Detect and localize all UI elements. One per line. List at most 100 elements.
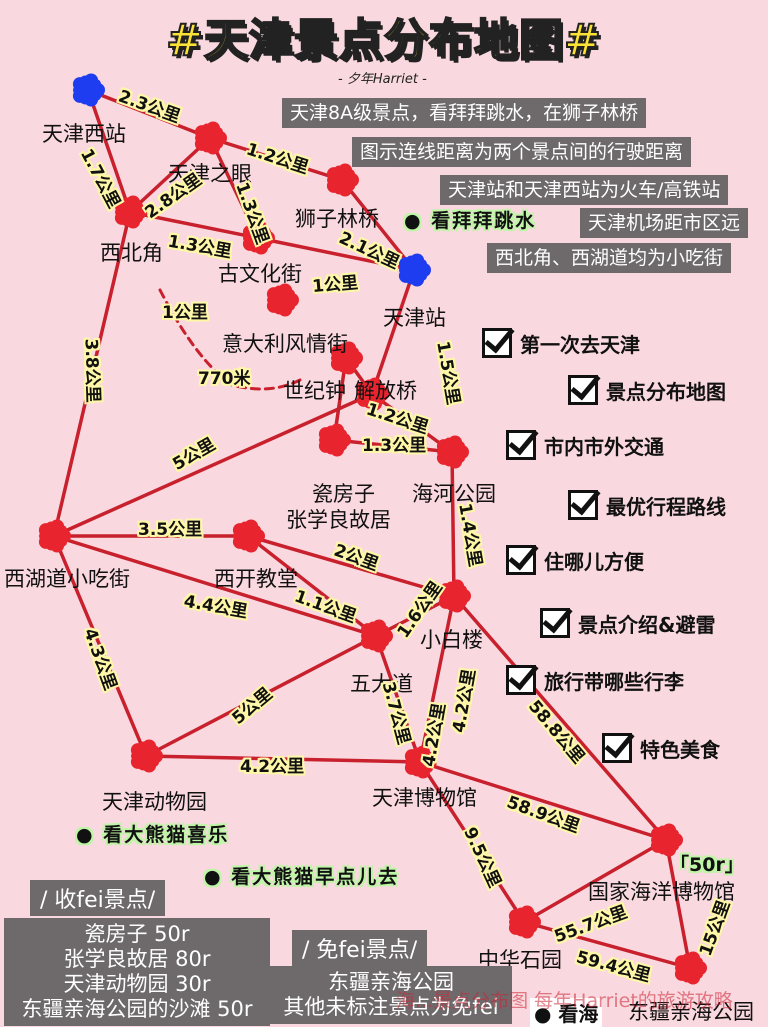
route-line [128,136,212,214]
attraction-node-icon [356,377,389,411]
route-line [522,920,692,970]
attraction-node-icon [130,739,163,773]
checkbox-icon [602,733,632,763]
tag-see-sea: ● 看海 [530,998,603,1027]
route-line [664,838,692,970]
watermark: 海...景点分布图 每年Harriet的旅游攻略 [396,990,733,1012]
paid-list: 瓷房子 50r 张学良故居 80r 天津动物园 30r 东疆亲海公园的沙滩 50… [4,918,270,1026]
attraction-node-icon [318,423,351,457]
attraction-node-icon [674,951,707,985]
route-line [128,210,260,240]
route-line [370,268,416,396]
checklist-item: 最优行程路线 [568,490,726,520]
distance-label: 3.5公里 [138,520,203,540]
route-line [52,534,148,758]
route-line [246,534,378,638]
note-stations: 天津站和天津西站为火车/高铁站 [440,175,729,205]
place-ocean-museum: 国家海洋博物馆 [588,880,735,904]
place-shizilin-bridge: 狮子林桥 [295,207,379,231]
tag-jump-diving: ● 看拜拜跳水 [404,210,537,232]
attraction-node-icon [436,435,469,469]
place-century-clock: 世纪钟 [283,379,346,403]
note-distance: 图示连线距离为两个景点间的行驶距离 [352,137,692,167]
tag-ocean-price: 「50r」 [670,854,744,876]
checkbox-icon [568,375,598,405]
checklist-item: 住哪儿方便 [506,545,644,575]
attraction-node-icon [330,341,363,375]
route-line [52,534,378,638]
note-snack: 西北角、西湖道均为小吃街 [487,243,732,273]
author-credit: - 夕年Harriet - [338,72,427,87]
checkbox-icon [506,665,536,695]
route-line [52,392,374,538]
route-line [144,754,422,764]
dot-icon: ● [204,866,232,888]
route-line [208,136,344,182]
dot-icon: ● [76,824,104,846]
route-line [144,634,378,758]
checkbox-icon [506,430,536,460]
paid-item: 天津动物园 30r [63,972,211,996]
station-node-icon [398,253,431,287]
distance-label: 3.8公里 [80,338,103,403]
place-guwenhua-street: 古文化街 [218,262,302,286]
route-line [522,838,668,924]
dot-icon: ● [404,210,432,232]
place-tianjin-eye: 天津之眼 [168,162,252,186]
route-line [418,594,456,764]
attraction-node-icon [650,823,683,857]
attraction-node-icon [404,745,437,779]
checklist-item: 景点介绍&避雷 [540,608,715,638]
place-jiefang-bridge: 解放桥 [354,379,417,403]
free-item: 其他未标注景点为免fei [283,995,499,1019]
place-tianjin-museum: 天津博物馆 [372,786,477,810]
place-tianjin-station: 天津站 [383,306,446,330]
attraction-node-icon [114,195,147,229]
route-line [452,594,668,842]
route-line [340,178,416,272]
route-line [256,236,416,272]
page-title: #天津景点分布地图# [165,14,602,67]
checklist-item: 旅行带哪些行李 [506,665,684,695]
attraction-node-icon [242,221,275,255]
route-line [450,450,456,598]
checkbox-icon [482,328,512,358]
paid-item: 瓷房子 50r [84,922,190,946]
place-tianjin-zoo: 天津动物园 [102,790,207,814]
attraction-node-icon [508,905,541,939]
route-line [418,760,668,842]
place-italian-street: 意大利风情街 [222,332,348,356]
place-tianjin-west-station: 天津西站 [42,122,126,146]
attraction-node-icon [326,163,359,197]
route-line [52,210,132,538]
paid-section-title: / 收fei景点/ [30,880,166,916]
place-xihudao-snack: 西湖道小吃街 [4,567,130,591]
attraction-node-icon [232,519,265,553]
tag-panda-early: ● 看大熊猫早点儿去 [204,866,400,888]
checklist-item: 特色美食 [602,733,720,763]
route-line [86,88,132,214]
distance-label: 770米 [198,369,251,389]
distance-label: 1.3公里 [362,436,427,456]
route-line [418,760,526,924]
paid-item: 东疆亲海公园的沙滩 50r [21,997,253,1021]
free-section-title: / 免fei景点/ [292,930,428,966]
checkbox-icon [568,490,598,520]
note-airport: 天津机场距市区远 [580,208,749,238]
free-item: 东疆亲海公园 [328,970,454,994]
distance-label: 1公里 [311,273,359,297]
free-list: 东疆亲海公园 其他未标注景点为免fei [270,966,512,1024]
attraction-node-icon [360,619,393,653]
attraction-node-icon [266,283,299,317]
route-line [374,634,422,764]
attraction-node-icon [194,121,227,155]
route-line [86,88,212,140]
place-xiaobailou: 小白楼 [420,628,483,652]
place-zhang-residence: 张学良故居 [286,508,391,532]
route-line [332,438,454,454]
place-xikai-church: 西开教堂 [214,567,298,591]
distance-label: 1公里 [162,303,208,323]
checklist-item: 第一次去天津 [482,328,640,358]
distance-label: 4.2公里 [240,757,305,777]
note-8a: 天津8A级景点，看拜拜跳水，在狮子林桥 [282,98,647,128]
